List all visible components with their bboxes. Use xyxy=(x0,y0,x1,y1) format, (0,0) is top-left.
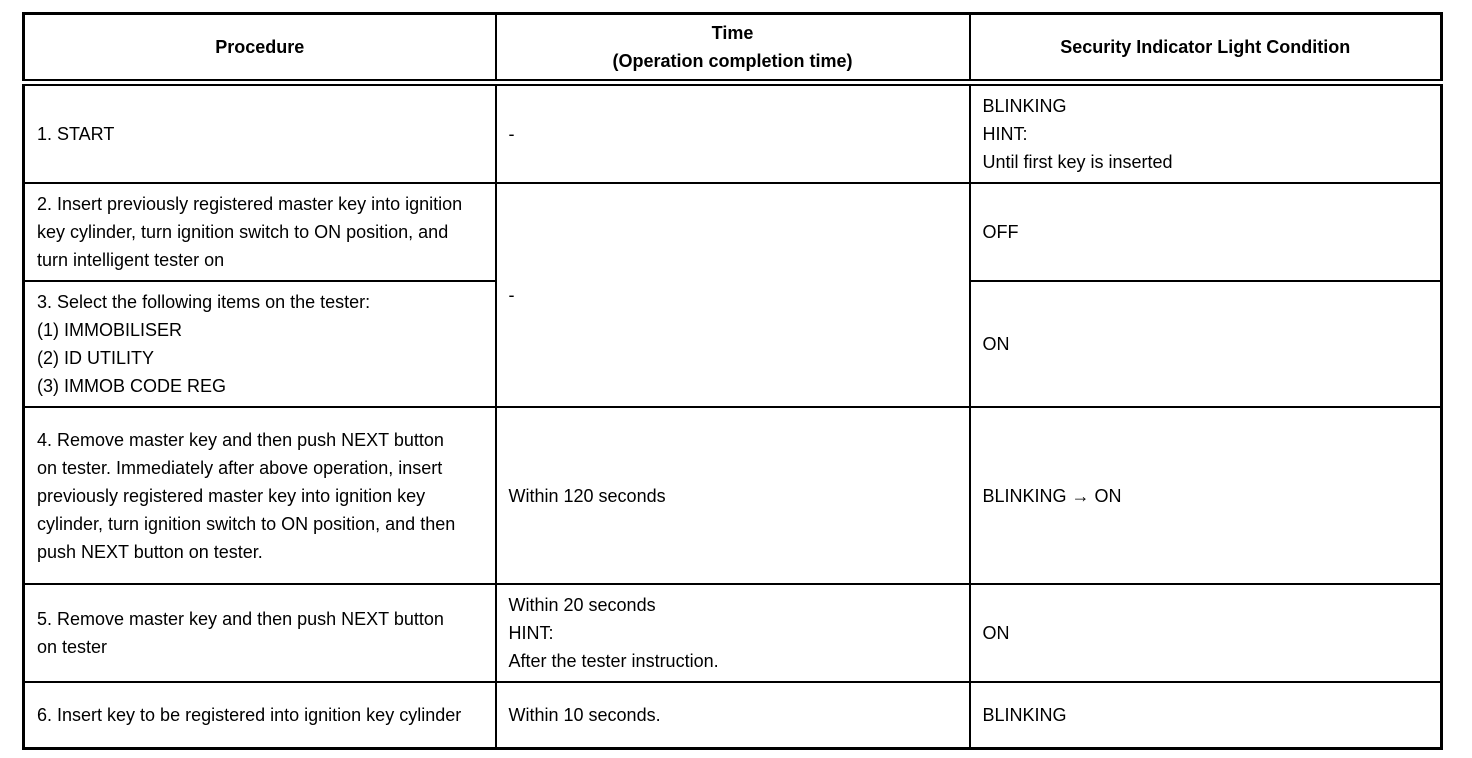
time-cell-merged: - xyxy=(494,182,971,408)
light-condition-cell: BLINKING xyxy=(968,681,1443,750)
time-cell: Within 10 seconds. xyxy=(494,681,971,750)
procedure-column-header: Procedure xyxy=(22,12,497,86)
procedure-cell: 4. Remove master key and then push NEXT … xyxy=(22,406,497,585)
table-row: 1. START - BLINKING HINT: Until first ke… xyxy=(22,81,1443,184)
light-condition-cell: BLINKING → ON xyxy=(968,406,1443,585)
procedure-cell: 2. Insert previously registered master k… xyxy=(22,182,497,282)
time-cell: Within 120 seconds xyxy=(494,406,971,585)
table-row: 6. Insert key to be registered into igni… xyxy=(22,681,1443,750)
light-condition-cell: ON xyxy=(968,583,1443,683)
procedure-cell: 5. Remove master key and then push NEXT … xyxy=(22,583,497,683)
time-column-header: Time (Operation completion time) xyxy=(494,12,971,86)
light-condition-cell: BLINKING HINT: Until first key is insert… xyxy=(968,81,1443,184)
table-row: 4. Remove master key and then push NEXT … xyxy=(22,406,1443,585)
light-column-header: Security Indicator Light Condition xyxy=(968,12,1443,86)
procedure-cell: 6. Insert key to be registered into igni… xyxy=(22,681,497,750)
header-row: Procedure Time (Operation completion tim… xyxy=(22,12,1443,86)
time-cell: - xyxy=(494,81,971,184)
time-cell: Within 20 seconds HINT: After the tester… xyxy=(494,583,971,683)
table-row: 5. Remove master key and then push NEXT … xyxy=(22,583,1443,683)
light-condition-cell: OFF xyxy=(968,182,1443,282)
light-condition-cell: ON xyxy=(968,280,1443,408)
table-row: 3. Select the following items on the tes… xyxy=(22,280,1443,408)
table-row: 2. Insert previously registered master k… xyxy=(22,182,1443,408)
procedure-cell: 1. START xyxy=(22,81,497,184)
procedure-cell: 3. Select the following items on the tes… xyxy=(22,280,497,408)
registration-procedure-table: Procedure Time (Operation completion tim… xyxy=(22,12,1443,750)
